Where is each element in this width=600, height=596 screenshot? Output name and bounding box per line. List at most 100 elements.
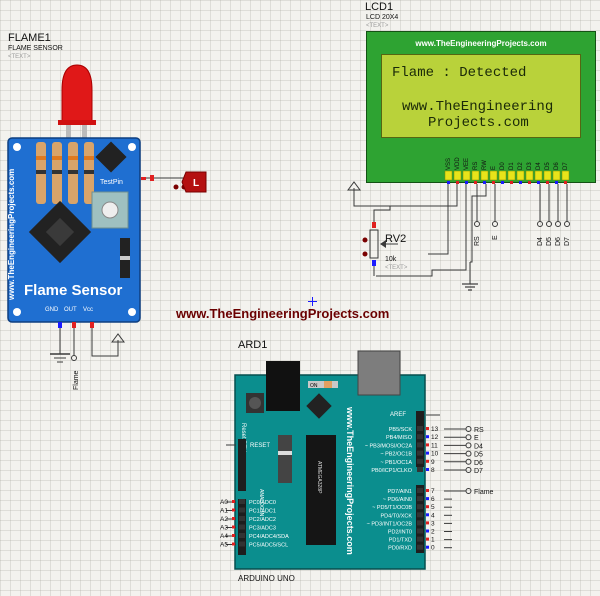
lcd-line-4: Projects.com — [428, 115, 529, 131]
svg-text:D2: D2 — [518, 162, 524, 170]
arduino-analog-pin-A0[interactable]: PC0/ADC0 A0 — [220, 499, 276, 506]
arduino-pin-number: 9 — [431, 459, 435, 466]
arduino-analog-pin-A1[interactable]: PC1/ADC1 A1 — [220, 507, 276, 515]
lcd-line-3: www.TheEngineering — [402, 99, 554, 115]
svg-text:D1: D1 — [509, 162, 515, 170]
pot-value: 10k — [385, 256, 397, 263]
lcd-part: LCD 20X4 — [366, 14, 399, 21]
lcd-ref: LCD1 — [365, 1, 394, 13]
arduino-pin-number: 8 — [431, 467, 435, 474]
arduino-pin-7[interactable]: PD7/AIN1 7 Flame — [388, 488, 494, 496]
svg-text:Reset BTN: Reset BTN — [240, 423, 246, 452]
small-chip-icon — [95, 141, 127, 173]
svg-text:AREF: AREF — [390, 412, 406, 418]
arduino-analog-number: A2 — [220, 516, 228, 523]
arduino-pin-number: 13 — [431, 426, 439, 433]
lcd-screen: Flame : Detected www.TheEngineering Proj… — [381, 54, 581, 138]
arduino-analog-number: A5 — [220, 542, 228, 549]
arduino-pin-label: ~ PD5/T1/OC0B — [372, 505, 412, 511]
svg-text:D0: D0 — [500, 162, 506, 170]
arduino-net-label: Flame — [474, 489, 494, 496]
lcd-net-rs: RS — [474, 236, 481, 246]
resistor-array-icon — [36, 142, 94, 204]
flame-net-terminal — [71, 355, 77, 361]
arduino-analog-label: PC1/ADC1 — [249, 509, 276, 515]
svg-text:D5: D5 — [545, 162, 551, 170]
power-jack-icon — [266, 361, 300, 411]
svg-text:VSS: VSS — [446, 158, 452, 170]
lcd-module[interactable]: www.TheEngineeringProjects.com Flame : D… — [366, 31, 596, 183]
arduino-net-label: D4 — [474, 443, 483, 450]
svg-text:RW: RW — [482, 160, 488, 170]
reset-button-icon[interactable] — [249, 397, 261, 409]
potentiometer[interactable] — [362, 206, 399, 276]
arduino-analog-label: PC0/ADC0 — [249, 500, 276, 506]
arduino-pin-3[interactable]: ~ PD3/INT1/OC2B 3 — [367, 520, 452, 527]
svg-text:ANALOG IN: ANALOG IN — [258, 489, 264, 517]
power-symbol — [111, 333, 125, 343]
arduino-pin-label: ~ PB1/OC1A — [380, 460, 412, 466]
arduino-part: ARDUINO UNO — [238, 574, 295, 583]
arduino-pin-label: ~ PD3/INT1/OC2B — [367, 521, 413, 527]
arduino-net-label: D7 — [474, 468, 483, 475]
pot-ref: RV2 — [385, 233, 407, 245]
svg-text:VDD: VDD — [455, 157, 461, 170]
lcd-net-d4: D4 — [537, 237, 544, 246]
arduino-pin-label: PD1/TXD — [389, 538, 412, 544]
arduino-pin-number: 0 — [431, 545, 435, 552]
arduino-board-url: www.TheEngineeringProjects.com — [345, 406, 355, 555]
arduino-pin-number: 6 — [431, 496, 435, 503]
svg-text:VEE: VEE — [464, 158, 470, 170]
svg-text:ON: ON — [310, 383, 318, 389]
svg-text:RS: RS — [473, 162, 479, 170]
arduino-pin-label: PD7/AIN1 — [388, 489, 412, 495]
arduino-pin-label: PD4/T0/XCK — [381, 513, 413, 519]
logic-state-source[interactable] — [181, 171, 207, 193]
lcd-header-url: www.TheEngineeringProjects.com — [415, 39, 547, 48]
arduino-pin-number: 3 — [431, 520, 435, 527]
lcd-net-d6: D6 — [555, 237, 562, 246]
arduino-analog-number: A4 — [220, 533, 228, 540]
lcd-net-d5: D5 — [546, 237, 553, 246]
svg-text:ATMEGA328P: ATMEGA328P — [316, 461, 322, 494]
usb-connector-icon — [357, 350, 401, 396]
flame-sensor-graphic[interactable]: www.TheEngineeringProjects.com Flame Sen… — [0, 60, 240, 400]
arduino-net-label: RS — [474, 427, 484, 434]
board-diode-icon — [278, 435, 292, 483]
arduino-pin-6[interactable]: ~ PD6/AIN0 6 — [383, 496, 452, 503]
flame-net-label: Flame — [73, 370, 80, 390]
arduino-analog-number: A1 — [220, 508, 228, 515]
arduino-pin-number: 2 — [431, 529, 435, 536]
flame-sensor-text: <TEXT> — [8, 54, 31, 60]
lcd-line-1: Flame : Detected — [392, 65, 527, 81]
arduino-pin-number: 7 — [431, 488, 435, 495]
lcd-net-d7: D7 — [564, 237, 571, 246]
arduino-analog-label: PC4/ADC4/SDA — [249, 534, 289, 540]
arduino-pin-label: ~ PD6/AIN0 — [383, 497, 412, 503]
arduino-analog-number: A3 — [220, 525, 228, 532]
arduino-net-label: D5 — [474, 452, 483, 459]
arduino-uno-board[interactable]: Reset BTN ON www.TheEngineeringProjects.… — [200, 345, 500, 577]
svg-text:D6: D6 — [554, 162, 560, 170]
testpin-label: TestPin — [100, 179, 123, 186]
arduino-pin-2[interactable]: PD2/INT0 2 — [388, 528, 452, 536]
banner-url: www.TheEngineeringProjects.com — [176, 306, 390, 321]
flame-sensor-ref: FLAME1 — [8, 32, 51, 44]
arduino-pin-number: 11 — [431, 442, 438, 449]
arduino-analog-pin-A4[interactable]: PC4/ADC4/SDA A4 — [220, 533, 289, 540]
arduino-analog-number: A0 — [220, 499, 228, 506]
arduino-pin-label: PD2/INT0 — [388, 530, 412, 536]
